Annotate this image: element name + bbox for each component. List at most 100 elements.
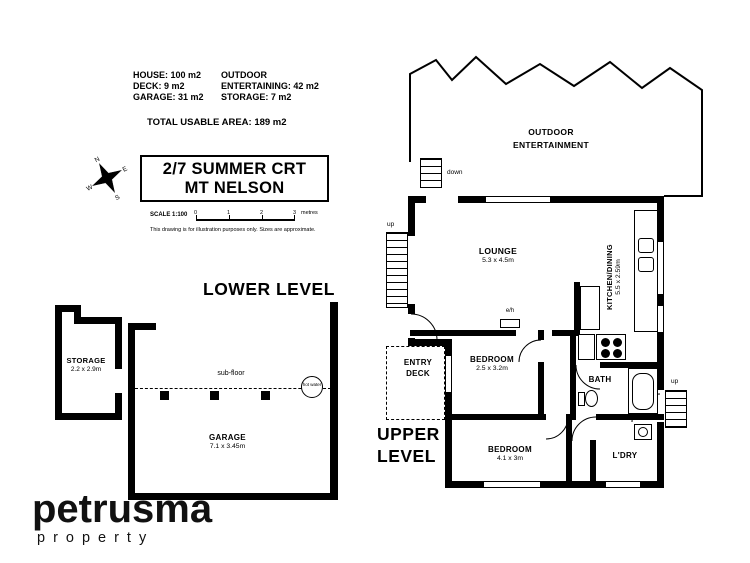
bedroom2-dims: 4.1 x 3m <box>496 455 524 463</box>
garage-name: GARAGE <box>209 433 246 442</box>
outdoor-line1: OUTDOOR <box>528 127 574 137</box>
wall-storage-bottom <box>55 413 122 420</box>
brand-wordmark: petrusma <box>32 487 213 531</box>
lounge-dims: 5.3 x 4.5m <box>482 257 514 265</box>
wall-left-b <box>408 304 415 314</box>
window-lounge-north <box>486 196 550 203</box>
room-label-bath: BATH <box>576 375 624 385</box>
stairs-up-right-label: up <box>671 378 679 385</box>
scale-bar-tickmark <box>229 215 230 221</box>
kitchen-name: KITCHEN/DINING <box>605 244 614 310</box>
post-icon <box>210 391 219 400</box>
stairs-down-icon <box>420 158 442 188</box>
wall-hall-a <box>410 330 516 336</box>
compass-e: E <box>122 165 130 174</box>
scale-tick-1: 1 <box>227 210 231 216</box>
wall-bedroom1-right-stub <box>538 330 544 340</box>
heater-box-icon <box>500 319 520 328</box>
address-box: 2/7 SUMMER CRT MT NELSON <box>140 155 329 202</box>
wall-storage-top-a <box>55 305 81 312</box>
wall-garage-left <box>128 323 135 500</box>
lounge-name: LOUNGE <box>478 246 518 256</box>
stat-house: HOUSE: 100 m2 <box>133 70 202 80</box>
wall-west-lower <box>445 339 452 488</box>
scale-bar-tickmark <box>196 215 197 221</box>
room-label-garage: GARAGE 7.1 x 3.45m <box>180 433 275 452</box>
stairs-up-left-icon <box>386 232 408 308</box>
address-line1: 2/7 SUMMER CRT <box>162 160 307 178</box>
wall-garage-right <box>330 302 338 500</box>
scale-unit: metres <box>301 210 318 216</box>
stat-entertaining: ENTERTAINING: 42 m2 <box>221 81 319 91</box>
stat-garage: GARAGE: 31 m2 <box>133 92 204 102</box>
entry-deck-line2: DECK <box>406 369 430 378</box>
wall-storage-right-a <box>115 317 122 369</box>
oven-icon <box>578 334 595 360</box>
garage-dims: 7.1 x 3.45m <box>209 443 246 451</box>
wall-storage-right-b <box>115 393 122 420</box>
wall-storage-top-b <box>74 317 122 324</box>
burner-icon <box>613 338 622 347</box>
wall-bedroom1-right <box>538 362 544 420</box>
scale-tick-0: 0 <box>194 210 198 216</box>
compass-s: S <box>114 193 122 202</box>
burner-icon <box>613 349 622 358</box>
stairs-down-label: down <box>447 169 463 176</box>
upper-level-title-line1: UPPER <box>377 424 440 444</box>
upper-level-title-line2: LEVEL <box>377 445 436 466</box>
wall-top-b <box>458 196 664 203</box>
room-label-bedroom2: BEDROOM 4.1 x 3m <box>460 445 560 464</box>
wall-hall-bath <box>570 336 576 420</box>
storage-name: STORAGE <box>66 356 106 365</box>
front-door-arc-icon <box>410 313 438 341</box>
wall-right-b <box>657 422 664 488</box>
area-stats-col1: HOUSE: 100 m2 DECK: 9 m2 GARAGE: 31 m2 <box>133 70 204 103</box>
wall-bath-bottom <box>596 414 664 420</box>
window-bedroom2 <box>484 481 540 488</box>
scale-label: SCALE 1:100 <box>150 212 188 218</box>
stat-storage: STORAGE: 7 m2 <box>221 92 292 102</box>
scale-tick-2: 2 <box>260 210 264 216</box>
post-icon <box>160 391 169 400</box>
stairs-up-left-label: up <box>387 221 395 228</box>
stat-total-area: TOTAL USABLE AREA: 189 m2 <box>147 117 287 128</box>
kitchen-dims: 5.5 x 2.59m <box>614 259 622 295</box>
hot-water-cylinder: hot water <box>301 376 323 398</box>
lower-level-title: LOWER LEVEL <box>203 279 335 299</box>
room-label-lounge: LOUNGE 5.3 x 4.5m <box>452 246 544 266</box>
sink-bowl-icon <box>638 238 654 253</box>
scale-bar-line <box>196 219 295 221</box>
burner-icon <box>601 349 610 358</box>
window-bedroom1 <box>445 356 452 392</box>
compass-rose: N E S W <box>85 156 130 202</box>
wall-storage-left <box>55 305 62 420</box>
address-line2: MT NELSON <box>184 179 285 197</box>
upper-level-title: UPPER LEVEL <box>377 424 440 467</box>
entry-deck-outline <box>386 346 445 420</box>
laundry-name: L'DRY <box>612 451 638 460</box>
wall-top-a <box>408 196 426 203</box>
wall-left-a <box>408 196 415 236</box>
stat-outdoor: OUTDOOR <box>221 70 267 80</box>
room-label-outdoor-entertainment: OUTDOOR ENTERTAINMENT <box>478 126 624 152</box>
toilet-tank-icon <box>578 392 585 406</box>
compass-n: N <box>94 156 102 165</box>
bedroom1-dims: 2.5 x 3.2m <box>476 365 508 373</box>
wall-laundry-left <box>590 440 596 488</box>
sub-floor-label: sub-floor <box>217 370 245 377</box>
stairs-up-right-icon <box>665 390 687 428</box>
wall-entry-closure <box>408 339 452 346</box>
window-kitchen-a <box>657 242 664 294</box>
scale-bar-tickmark <box>294 215 295 221</box>
wall-garage-top-stub <box>128 323 156 330</box>
sub-floor-line <box>135 388 331 389</box>
room-label-bedroom1: BEDROOM 2.5 x 3.2m <box>448 355 536 374</box>
storage-dims: 2.2 x 2.9m <box>70 365 102 373</box>
window-laundry <box>606 481 640 488</box>
sink-bowl-icon <box>638 257 654 272</box>
disclaimer-text: This drawing is for illustration purpose… <box>150 227 316 233</box>
fridge-icon <box>580 286 600 330</box>
wall-hall-b <box>552 330 576 336</box>
bedroom2-door-arc-icon <box>545 416 569 440</box>
